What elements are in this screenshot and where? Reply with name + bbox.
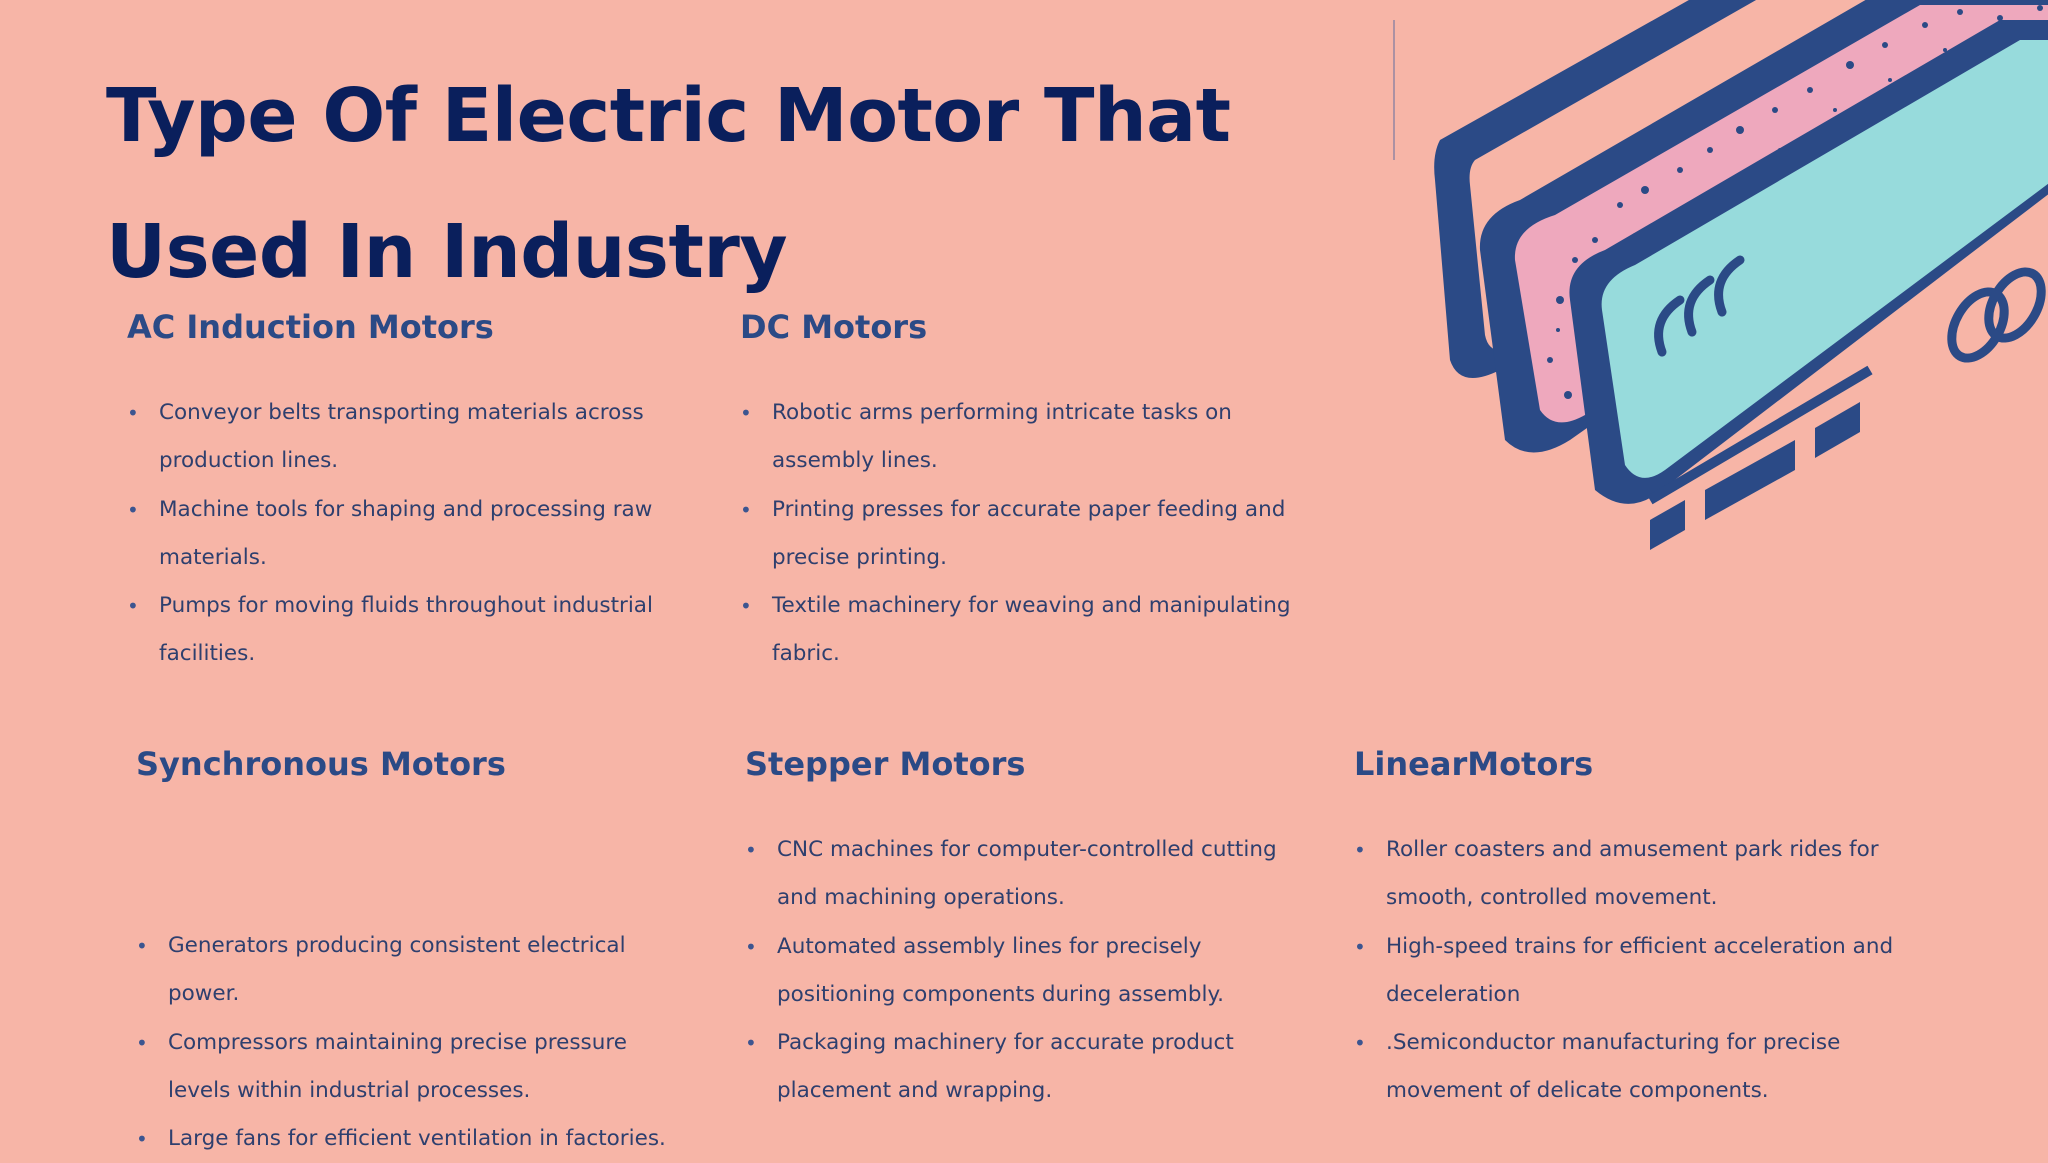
- section-heading: AC Induction Motors: [127, 308, 494, 346]
- card-number-blocks: [1650, 402, 1860, 550]
- bullet-list: Generators producing consistent electric…: [136, 922, 696, 1163]
- list-item: Large fans for efficient ventilation in …: [136, 1115, 696, 1163]
- section-linear: LinearMotors Roller coasters and amuseme…: [1354, 740, 1914, 1116]
- list-item: Machine tools for shaping and processing…: [127, 486, 687, 583]
- list-item: High-speed trains for efficient accelera…: [1354, 923, 1914, 1020]
- list-item: Printing presses for accurate paper feed…: [740, 486, 1320, 583]
- list-item: Automated assembly lines for precisely p…: [745, 923, 1320, 1020]
- list-item: Conveyor belts transporting materials ac…: [127, 389, 687, 486]
- section-dc: DC Motors Robotic arms performing intric…: [740, 303, 1320, 679]
- section-ac-induction: AC Induction Motors Conveyor belts trans…: [127, 303, 687, 679]
- bullet-list: Conveyor belts transporting materials ac…: [127, 389, 687, 679]
- title-line-1: Type Of Electric Motor That: [106, 73, 1231, 159]
- section-heading: LinearMotors: [1354, 745, 1594, 783]
- divider-line: [1393, 20, 1395, 160]
- bullet-list: Roller coasters and amusement park rides…: [1354, 826, 1914, 1116]
- list-item: Roller coasters and amusement park rides…: [1354, 826, 1914, 923]
- page-title: Type Of Electric Motor That Used In Indu…: [106, 48, 1306, 320]
- section-heading: DC Motors: [740, 308, 928, 346]
- ring-logo: [1947, 267, 2046, 363]
- list-item: CNC machines for computer-controlled cut…: [745, 826, 1320, 923]
- section-heading: Synchronous Motors: [136, 745, 506, 783]
- section-synchronous: Synchronous Motors Generators producing …: [136, 740, 696, 1163]
- list-item: Packaging machinery for accurate product…: [745, 1019, 1320, 1116]
- front-card: [1569, 20, 2048, 550]
- list-item: Generators producing consistent electric…: [136, 922, 696, 1019]
- list-item: Robotic arms performing intricate tasks …: [740, 389, 1320, 486]
- section-heading: Stepper Motors: [745, 745, 1026, 783]
- list-item: Pumps for moving fluids throughout indus…: [127, 582, 687, 679]
- bullet-list: Robotic arms performing intricate tasks …: [740, 389, 1320, 679]
- section-stepper: Stepper Motors CNC machines for computer…: [745, 740, 1320, 1116]
- ccc-mark: [1654, 255, 1745, 357]
- title-line-2: Used In Industry: [106, 209, 788, 295]
- cards-illustration: [1434, 0, 2048, 550]
- bullet-list: CNC machines for computer-controlled cut…: [745, 826, 1320, 1116]
- list-item: Compressors maintaining precise pressure…: [136, 1019, 696, 1116]
- list-item: .Semiconductor manufacturing for precise…: [1354, 1019, 1914, 1116]
- list-item: Textile machinery for weaving and manipu…: [740, 582, 1320, 679]
- stripe-line: [1647, 365, 1873, 505]
